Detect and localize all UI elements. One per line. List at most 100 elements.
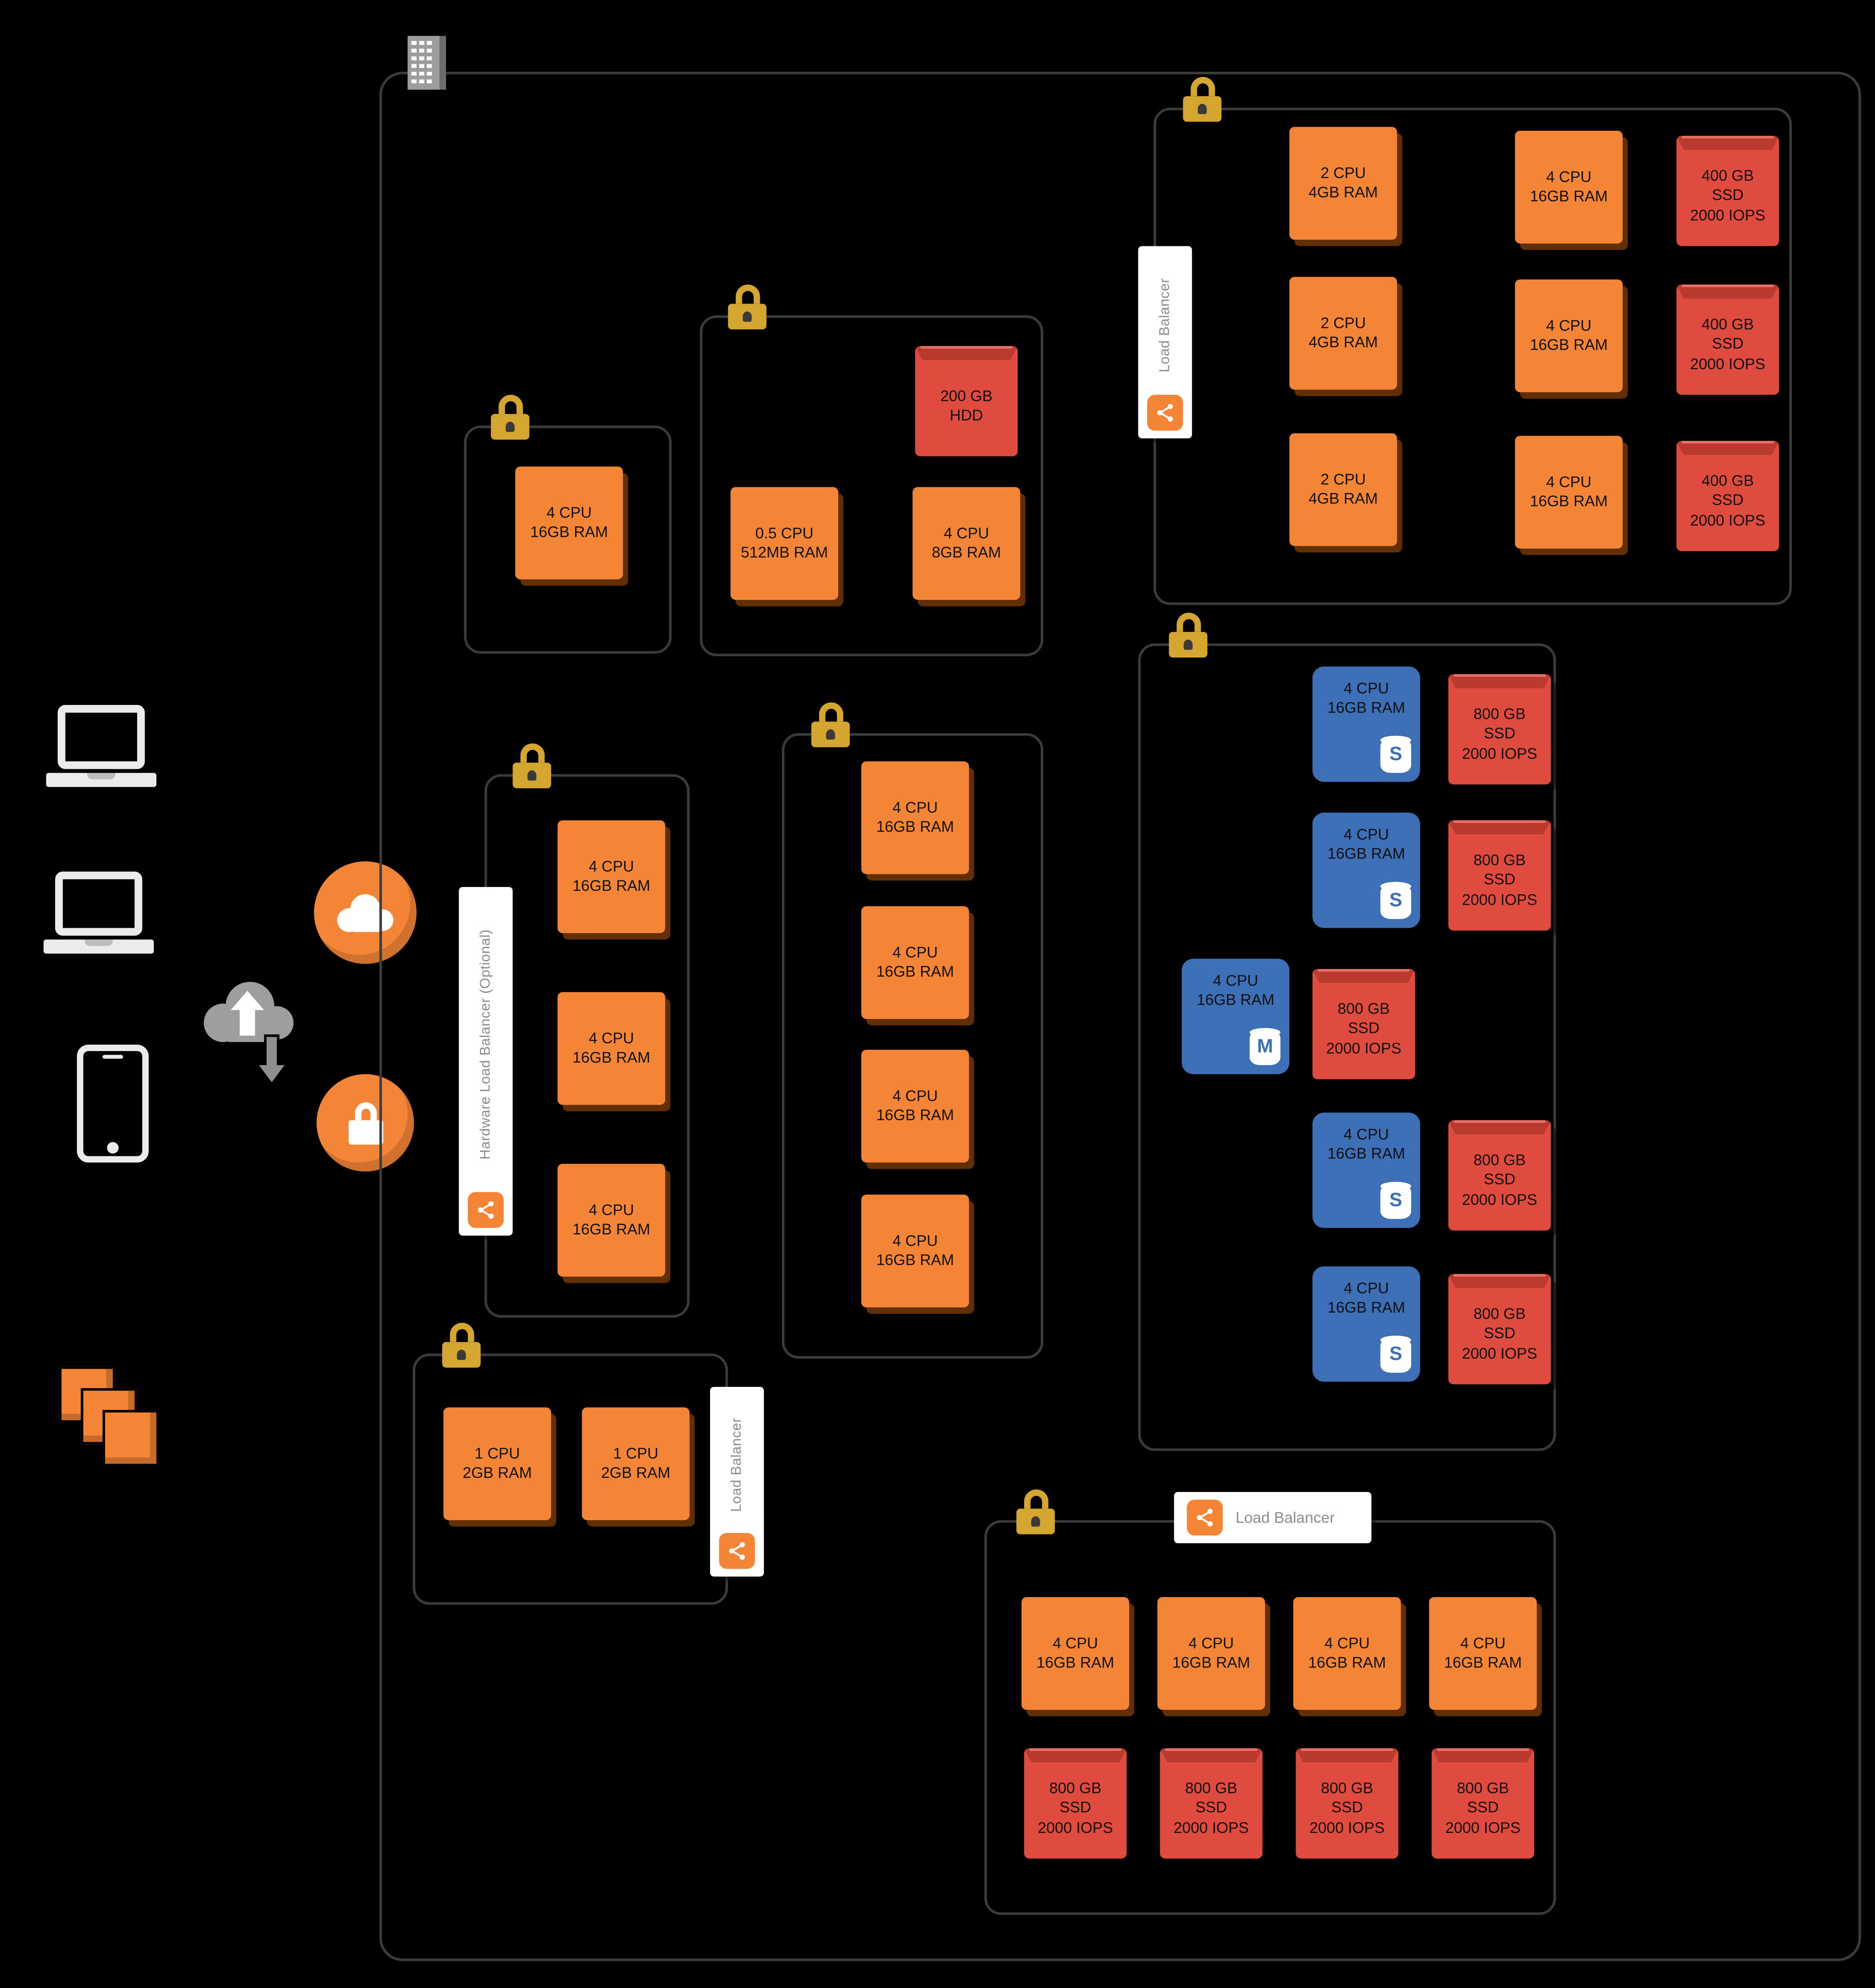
padlock-icon (1183, 77, 1222, 122)
node-label: 4 CPU 16GB RAM (1327, 679, 1405, 717)
node-label: 800 GB SSD 2000 IOPS (1462, 705, 1538, 762)
node-label: 4 CPU 16GB RAM (1036, 1634, 1114, 1672)
node-label: 4 CPU 8GB RAM (932, 523, 1001, 562)
node-label: 400 GB SSD 2000 IOPS (1690, 471, 1766, 529)
database-badge-letter: S (1389, 743, 1402, 765)
node-label: 4 CPU 16GB RAM (876, 943, 954, 981)
node-label: 4 CPU 16GB RAM (1308, 1634, 1386, 1672)
compute-node: 4 CPU 16GB RAM (1515, 131, 1623, 244)
database-badge-letter: S (1389, 889, 1402, 912)
node-label: 4 CPU 16GB RAM (1197, 971, 1275, 1009)
database-cylinder-icon: S (1380, 1335, 1412, 1373)
node-label: 4 CPU 16GB RAM (876, 1231, 954, 1269)
storage-volume-node: 800 GB SSD 2000 IOPS (1024, 1748, 1127, 1859)
compute-node: 4 CPU 16GB RAM (861, 761, 969, 874)
node-label: 4 CPU 16GB RAM (1172, 1634, 1250, 1672)
load-balancer-text: Load Balancer (729, 1418, 745, 1512)
padlock-icon (1016, 1489, 1055, 1535)
compute-node: 4 CPU 16GB RAM (1157, 1597, 1265, 1710)
security-group-small-lb: 1 CPU 2GB RAM 1 CPU 2GB RAM Load Balance… (413, 1323, 764, 1605)
padlock-icon (513, 743, 551, 788)
compute-node: 2 CPU 4GB RAM (1289, 127, 1397, 240)
database-node: 4 CPU 16GB RAM S (1312, 1266, 1420, 1382)
load-balancer-text: Load Balancer (1157, 278, 1173, 373)
node-label: 4 CPU 16GB RAM (1327, 825, 1405, 863)
node-label: 1 CPU 2GB RAM (463, 1444, 532, 1482)
network-nodes-icon (1187, 1499, 1223, 1536)
database-badge-letter: S (1389, 1343, 1402, 1365)
database-cylinder-icon: S (1380, 1181, 1412, 1219)
lock-glyph (348, 1102, 383, 1144)
laptop-icon (43, 871, 154, 954)
node-label: 800 GB SSD 2000 IOPS (1326, 999, 1402, 1057)
compute-node: 4 CPU 8GB RAM (913, 487, 1020, 600)
security-group-utility: 200 GB HDD 0.5 CPU 512MB RAM 4 CPU 8GB R… (700, 284, 1044, 656)
database-node: 4 CPU 16GB RAM S (1312, 812, 1420, 928)
compute-node: 4 CPU 16GB RAM (557, 1164, 665, 1277)
database-node: 4 CPU 16GB RAM S (1312, 666, 1420, 782)
node-label: 400 GB SSD 2000 IOPS (1690, 166, 1766, 224)
node-label: 4 CPU 16GB RAM (1530, 472, 1608, 510)
node-label: 0.5 CPU 512MB RAM (741, 523, 828, 562)
database-cylinder-icon: M (1250, 1028, 1281, 1065)
node-label: 4 CPU 16GB RAM (1327, 1279, 1405, 1317)
compute-node: 4 CPU 16GB RAM (1021, 1597, 1129, 1710)
compute-node: 4 CPU 16GB RAM (861, 906, 969, 1019)
node-label: 800 GB SSD 2000 IOPS (1462, 1304, 1538, 1362)
storage-volume-node: 800 GB SSD 2000 IOPS (1448, 674, 1551, 785)
stacked-instances-icon (103, 1410, 159, 1466)
database-cylinder-icon: S (1380, 882, 1412, 919)
security-group-single-node: 4 CPU 16GB RAM (464, 394, 672, 654)
compute-node: 4 CPU 16GB RAM (515, 466, 623, 579)
compute-node: 4 CPU 16GB RAM (861, 1049, 969, 1163)
security-group-db-tier: 4 CPU 16GB RAM S 800 GB SSD 2000 IOPS 4 C… (1138, 612, 1556, 1451)
compute-node: 4 CPU 16GB RAM (1515, 279, 1623, 393)
storage-volume-node: 200 GB HDD (915, 346, 1018, 456)
node-label: 800 GB SSD 2000 IOPS (1445, 1779, 1521, 1836)
node-label: 4 CPU 16GB RAM (1530, 167, 1608, 205)
laptop-base (43, 939, 154, 954)
storage-volume-node: 400 GB SSD 2000 IOPS (1676, 136, 1779, 246)
node-label: 4 CPU 16GB RAM (572, 857, 651, 895)
node-label: 400 GB SSD 2000 IOPS (1690, 315, 1766, 373)
database-cylinder-icon: S (1380, 735, 1412, 773)
cloud-icon (314, 861, 417, 964)
load-balancer-label: Load Balancer (1174, 1492, 1372, 1544)
storage-volume-node: 800 GB SSD 2000 IOPS (1448, 1274, 1551, 1385)
node-label: 4 CPU 16GB RAM (1530, 316, 1608, 354)
security-group-web-tier: Load Balancer 2 CPU 4GB RAM 2 CPU 4GB RA… (1138, 77, 1792, 605)
network-nodes-icon (468, 1192, 504, 1228)
load-balancer-text: Load Balancer (1235, 1508, 1335, 1527)
node-label: 800 GB SSD 2000 IOPS (1462, 1151, 1538, 1208)
compute-node: 1 CPU 2GB RAM (443, 1407, 551, 1520)
security-group-app-tier: 4 CPU 16GB RAM 4 CPU 16GB RAM 4 CPU 16GB… (782, 702, 1044, 1359)
node-label: 2 CPU 4GB RAM (1308, 313, 1378, 351)
compute-node: 2 CPU 4GB RAM (1289, 433, 1397, 546)
laptop-screen (55, 871, 142, 936)
node-label: 4 CPU 16GB RAM (1444, 1634, 1522, 1672)
load-balancer-label: Load Balancer (1138, 246, 1192, 439)
database-badge-letter: M (1257, 1035, 1273, 1058)
storage-volume-node: 800 GB SSD 2000 IOPS (1312, 969, 1415, 1079)
node-label: 4 CPU 16GB RAM (530, 503, 608, 541)
node-label: 800 GB SSD 2000 IOPS (1038, 1779, 1113, 1836)
padlock-circle-icon (316, 1074, 414, 1172)
compute-node: 0.5 CPU 512MB RAM (731, 487, 838, 600)
node-label: 4 CPU 16GB RAM (572, 1029, 651, 1067)
network-nodes-icon (1147, 394, 1183, 431)
compute-node: 4 CPU 16GB RAM (1515, 436, 1623, 549)
node-label: 1 CPU 2GB RAM (601, 1444, 671, 1482)
storage-volume-node: 400 GB SSD 2000 IOPS (1676, 284, 1779, 395)
padlock-icon (491, 394, 529, 440)
storage-volume-node: 400 GB SSD 2000 IOPS (1676, 441, 1779, 551)
hardware-load-balancer-label: Hardware Load Balancer (Optional) (459, 887, 513, 1236)
laptop-screen (57, 705, 145, 769)
laptop-base (46, 773, 157, 787)
cloud-up-down-arrows-icon (204, 982, 294, 1087)
cloud-glyph (337, 894, 394, 932)
padlock-icon (442, 1323, 481, 1368)
compute-node: 4 CPU 16GB RAM (557, 820, 665, 933)
node-label: 800 GB SSD 2000 IOPS (1309, 1779, 1385, 1836)
laptop-icon (46, 705, 157, 787)
storage-volume-node: 800 GB SSD 2000 IOPS (1432, 1748, 1534, 1859)
